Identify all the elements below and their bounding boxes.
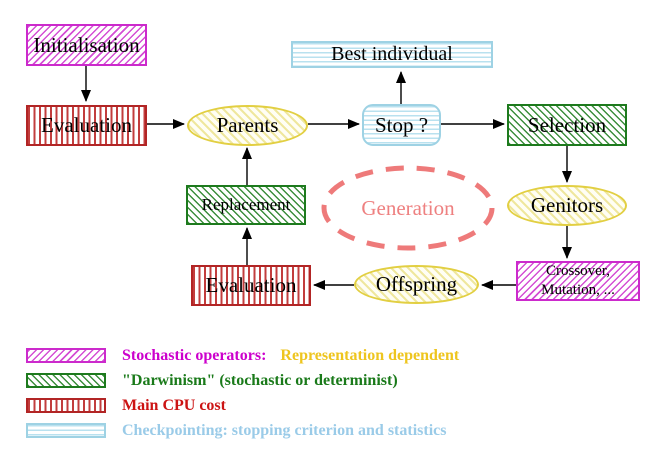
generation-label: Generation <box>361 196 455 220</box>
legend-label-darwinism: "Darwinism" (stochastic or determinist) <box>122 372 398 389</box>
node-parents: Parents <box>187 105 308 146</box>
legend-swatch-cpu-cost <box>26 398 106 413</box>
node-initialisation: Initialisation <box>26 24 147 66</box>
legend-swatch-checkpointing <box>26 423 106 438</box>
crossover-line1: Crossover, <box>546 263 610 280</box>
legend-label-checkpointing: Checkpointing: stopping criterion and st… <box>122 422 447 439</box>
node-best-individual: Best individual <box>291 41 493 68</box>
crossover-line2: Mutation, ... <box>541 282 615 298</box>
node-stop: Stop ? <box>362 104 441 146</box>
legend-swatch-stochastic <box>26 348 106 363</box>
node-crossover-mutation: Crossover, Mutation, ... <box>516 261 640 301</box>
legend-label-stochastic: Stochastic operators: <box>122 347 267 364</box>
legend-label-representation: Representation dependent <box>280 347 460 364</box>
legend-row-stochastic: Stochastic operators: Representation depe… <box>122 347 459 364</box>
node-evaluation-top: Evaluation <box>26 105 147 146</box>
node-evaluation-bottom: Evaluation <box>191 265 311 306</box>
legend-label-cpu-cost: Main CPU cost <box>122 397 226 414</box>
flow-arrows <box>81 66 572 290</box>
legend-swatch-darwinism <box>26 373 106 388</box>
node-replacement: Replacement <box>186 185 306 225</box>
node-selection: Selection <box>507 104 627 146</box>
node-genitors: Genitors <box>507 185 627 226</box>
node-offspring: Offspring <box>354 265 479 304</box>
